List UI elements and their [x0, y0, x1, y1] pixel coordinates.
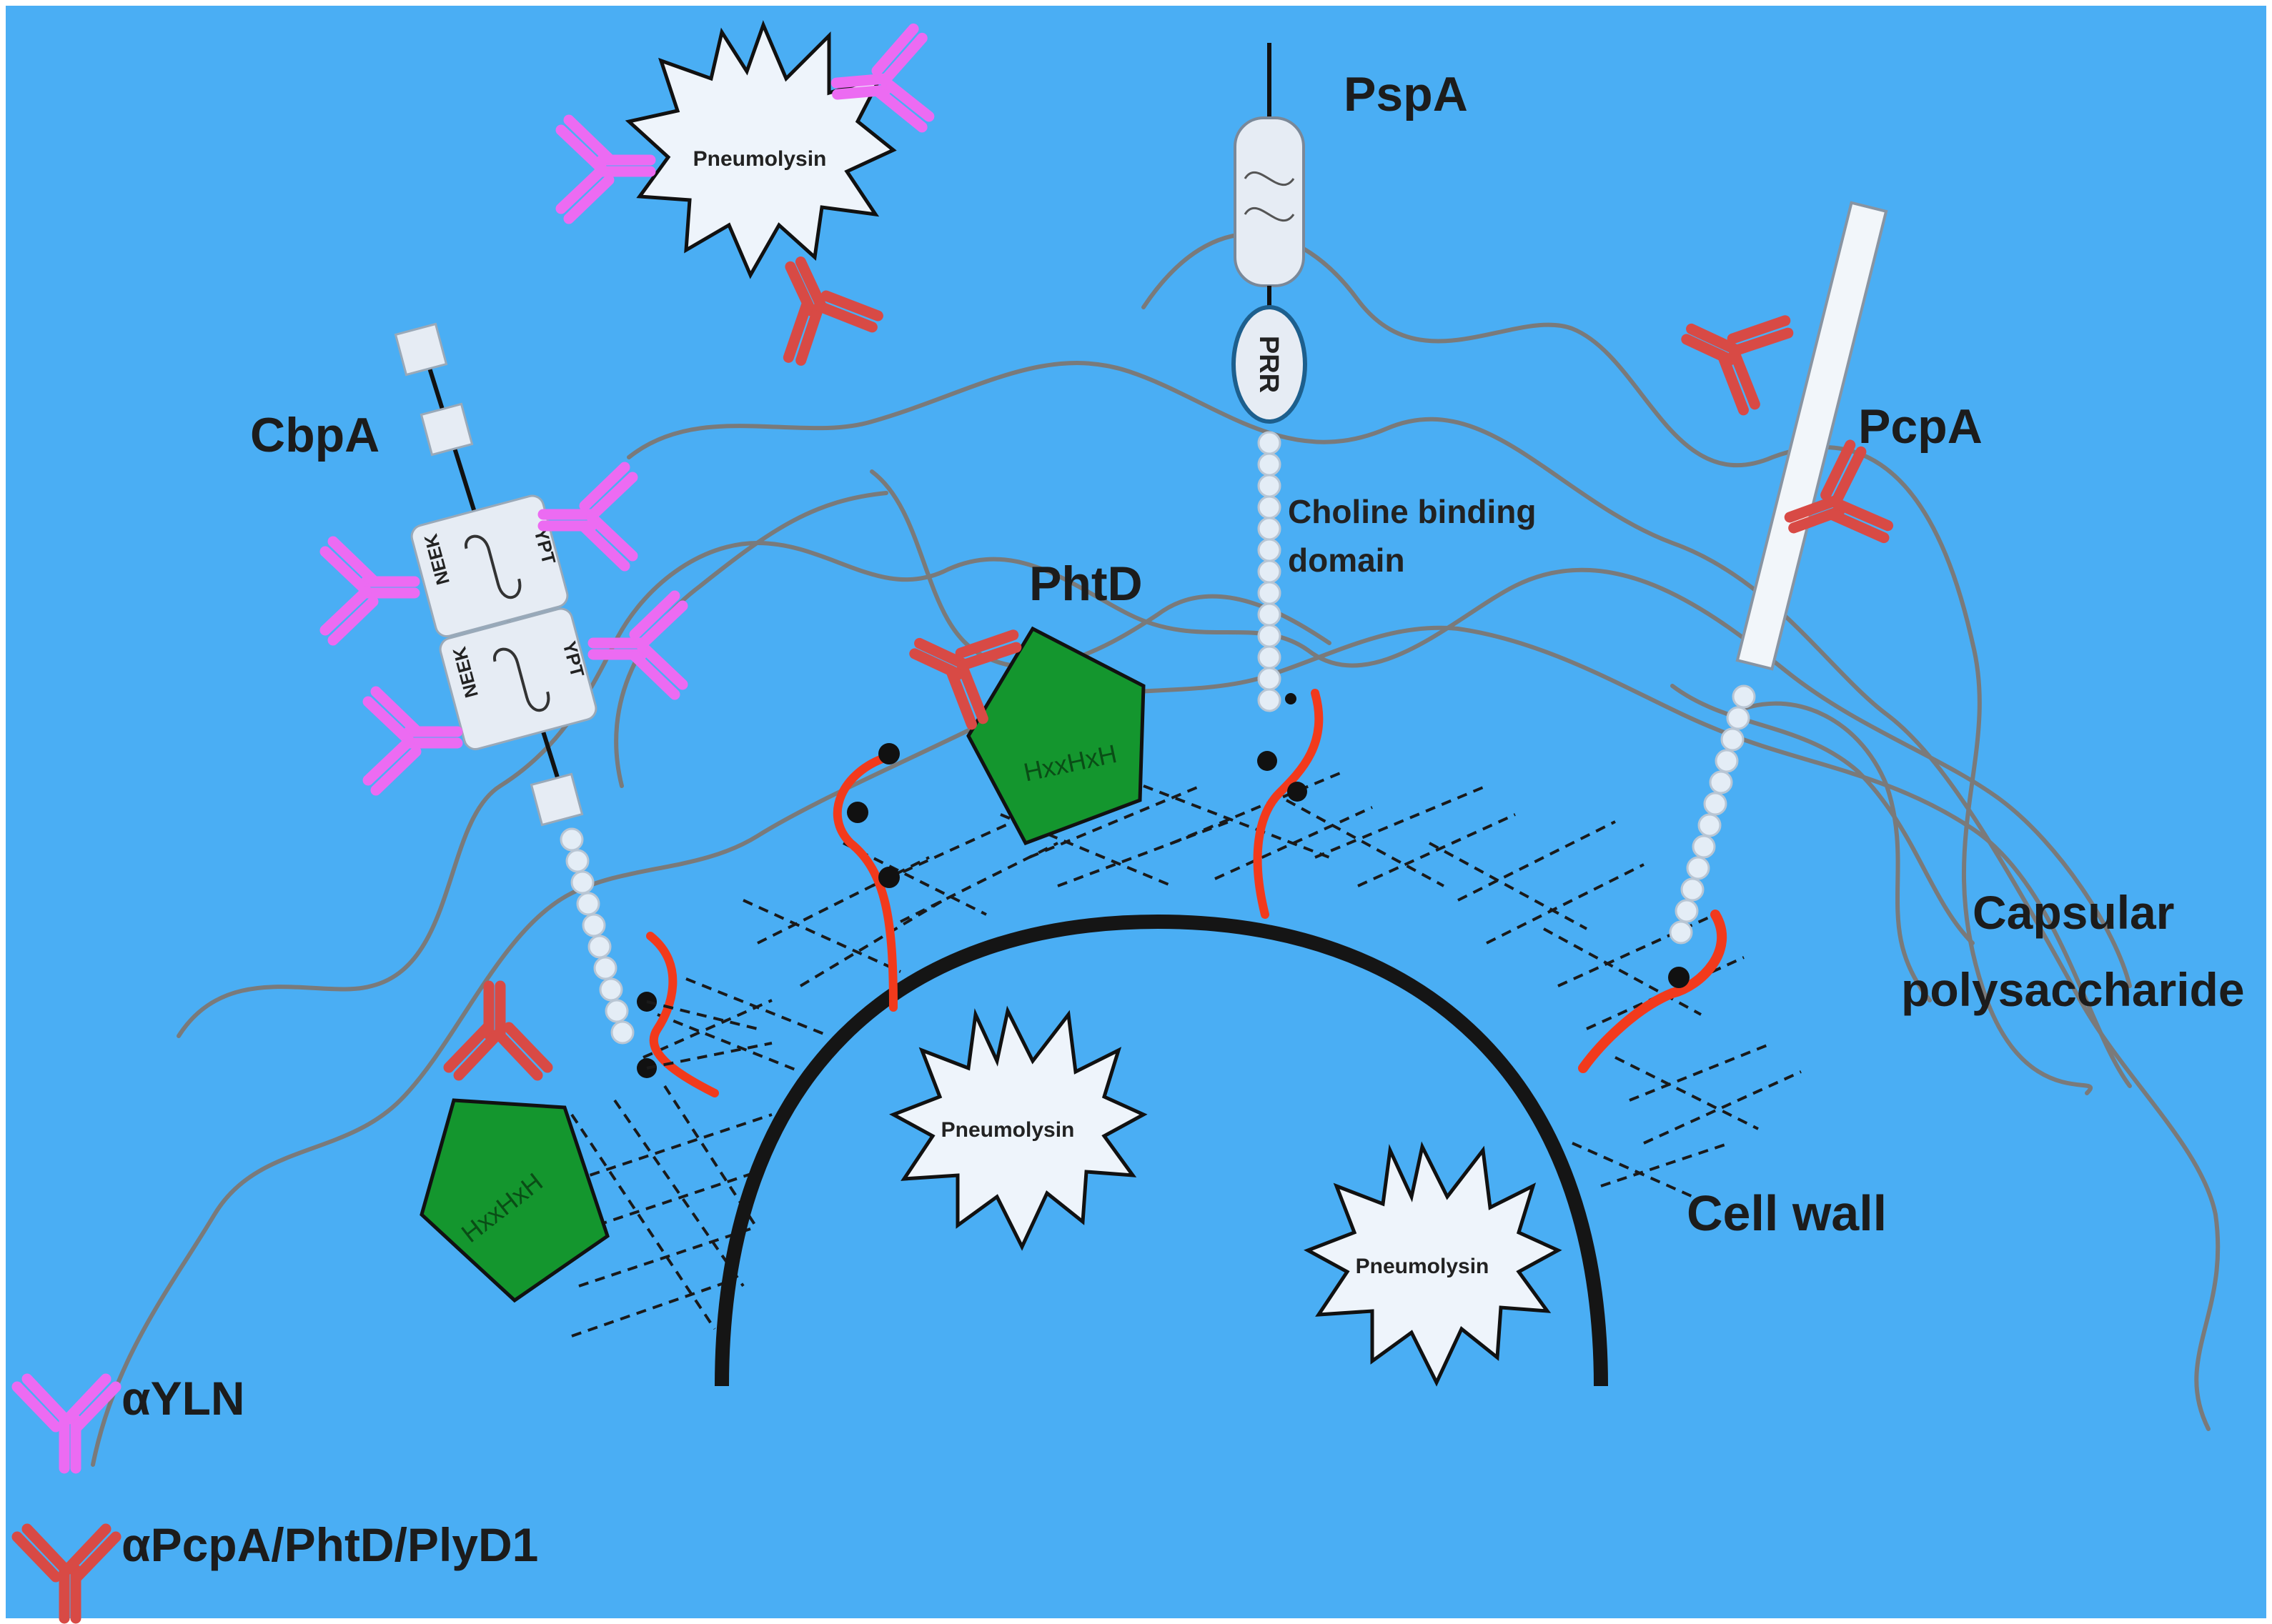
legend: αYLN αPcpA/PhtD/PlyD1: [17, 1372, 538, 1618]
cbpa-r-domain: [439, 607, 597, 751]
pneumolysin-label: Pneumolysin: [693, 147, 827, 171]
diagram-background: [6, 6, 2266, 1618]
pneumolysin-label: Pneumolysin: [1356, 1255, 1489, 1278]
cell-wall-arc: [715, 914, 1608, 1387]
legend-apcpa-label: αPcpA/PhtD/PlyD1: [121, 1518, 538, 1571]
phtd-label: PhtD: [1029, 557, 1143, 611]
cbpa-repeat-box: [420, 402, 474, 457]
cbpa-protein: NEEK YPT NEEK YPT: [394, 322, 773, 1097]
pspa-label: PspA: [1344, 67, 1468, 121]
capsular-label-line1: Capsular: [1973, 886, 2174, 939]
pcpa-rod: [1735, 201, 1888, 671]
cbpa-repeat-box: [530, 772, 584, 827]
pneumolysin-center: Pneumolysin: [889, 1005, 1148, 1251]
pneumolysin-label: Pneumolysin: [941, 1118, 1075, 1142]
pspa-protein: PRR: [1231, 43, 1324, 919]
legend-aylnv-label: αYLN: [121, 1372, 245, 1425]
capsular-label-line2: polysaccharide: [1901, 963, 2245, 1016]
pspa-coiled-domain: [1234, 116, 1305, 287]
choline-binding-label-line1: Choline binding: [1288, 493, 1537, 530]
phtd-pentagon-bottom: HxxHxH: [420, 1098, 610, 1303]
pneumolysin-top: Pneumolysin: [625, 20, 897, 279]
pneumolysin-right: Pneumolysin: [1304, 1141, 1562, 1387]
starburst-toxin-icon: [889, 1005, 1148, 1251]
cell-wall-label: Cell wall: [1687, 1185, 1887, 1241]
cbpa-repeat-box: [394, 322, 448, 377]
phtd-anchor: [833, 743, 900, 1012]
cbpa-r-domain: [410, 494, 569, 638]
pspa-prr-label: PRR: [1254, 336, 1284, 393]
peptidoglycan-mesh: [557, 770, 1802, 1337]
starburst-toxin-icon: [1304, 1141, 1562, 1387]
choline-binding-label-line2: domain: [1288, 542, 1405, 579]
pspa-prr-domain: [1231, 305, 1307, 424]
phtd-pentagon-top: HxxHxH: [966, 626, 1146, 846]
pcpa-protein: [1578, 201, 1888, 1073]
pcpa-label: PcpA: [1858, 399, 1983, 454]
cbpa-label: CbpA: [250, 408, 380, 462]
